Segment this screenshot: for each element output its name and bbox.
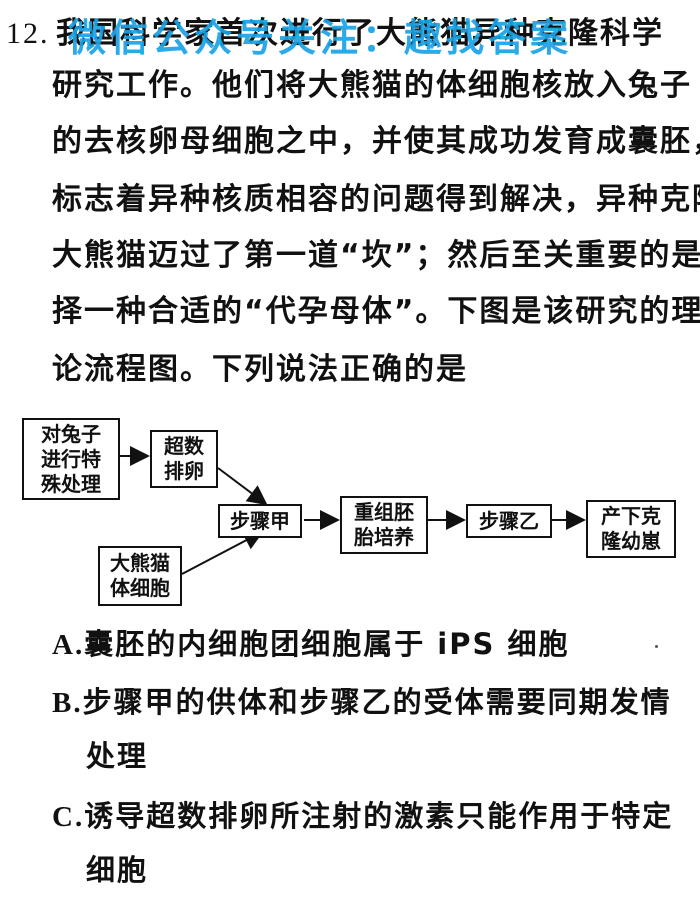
question-line-3: 的去核卵母细胞之中，并使其成功发育成囊胚， xyxy=(52,124,700,159)
option-c-continuation: 细胞 xyxy=(86,853,149,887)
option-a: A.囊胚的内细胞团细胞属于 iPS 细胞 xyxy=(52,627,570,661)
flowchart: 对兔子 进行特 殊处理 超数 排卵 步骤甲 大熊猫 体细胞 重组胚 胎培养 步骤… xyxy=(0,400,700,620)
arrow-panda-to-step-a xyxy=(181,531,264,575)
question-line-4: 标志着异种核质相容的问题得到解决，异种克隆 xyxy=(52,182,700,217)
box-rabbit-treatment: 对兔子 进行特 殊处理 xyxy=(22,418,120,500)
question-line-7: 论流程图。下列说法正确的是 xyxy=(52,352,468,387)
question-number: 12. xyxy=(6,17,50,50)
box-embryo-culture: 重组胚 胎培养 xyxy=(340,496,428,554)
speck xyxy=(655,645,658,648)
box-panda-somatic-cell: 大熊猫 体细胞 xyxy=(98,546,182,606)
box-step-b: 步骤乙 xyxy=(466,504,552,538)
question-line-1: 12.我国科学家首次进行了大熊猫异种克隆科学 xyxy=(6,14,664,54)
question-line-5: 大熊猫迈过了第一道“坎”；然后至关重要的是选 xyxy=(52,238,700,273)
option-b-continuation: 处理 xyxy=(86,739,149,773)
box-superovulation: 超数 排卵 xyxy=(150,430,218,488)
box-step-a: 步骤甲 xyxy=(218,504,302,538)
flowchart-arrows xyxy=(120,446,586,575)
watermark-text: 微信公众号关注：趣找答案 xyxy=(68,16,573,60)
option-b: B.步骤甲的供体和步骤乙的受体需要同期发情 xyxy=(52,685,672,719)
arrow-superovulation-to-step-a xyxy=(217,467,268,506)
box-offspring: 产下克 隆幼崽 xyxy=(586,500,676,558)
question-line-6: 择一种合适的“代孕母体”。下图是该研究的理 xyxy=(52,294,700,329)
option-c: C.诱导超数排卵所注射的激素只能作用于特定 xyxy=(52,799,674,833)
question-line-2: 研究工作。他们将大熊猫的体细胞核放入兔子 xyxy=(52,68,692,103)
